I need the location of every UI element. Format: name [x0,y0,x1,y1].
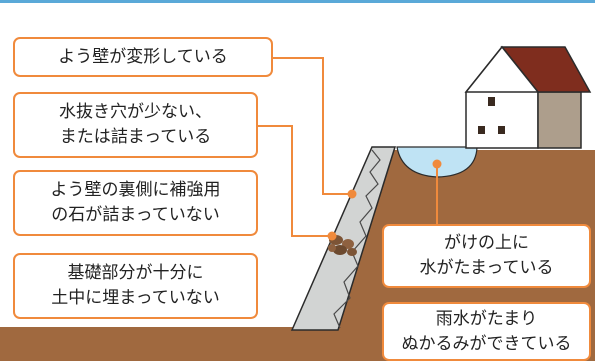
top-accent-line [0,0,595,3]
callout-wall-deformed: よう壁が変形している [13,37,273,77]
callout-foundation: 基礎部分が十分に 土中に埋まっていない [13,253,258,319]
callout-backfill-stones: よう壁の裏側に補強用 の石が詰まっていない [13,170,258,236]
callout-text: 雨水がたまり ぬかるみができている [401,308,572,354]
callout-text: がけの上に 水がたまっている [419,233,554,278]
wall-crack [333,149,381,329]
callout-text: 水抜き穴が少ない、 または詰まっている [59,102,212,147]
house [464,45,592,149]
callout-text: 基礎部分が十分に 土中に埋まっていない [51,263,220,308]
callout-text: よう壁の裏側に補強用 の石が詰まっていない [50,180,221,225]
callout-rain-puddles: 雨水がたまり ぬかるみができている [382,302,591,361]
callout-text: よう壁が変形している [58,46,228,67]
leader-lines [258,57,438,237]
leader-dots [327,159,442,241]
callout-drain-holes: 水抜き穴が少ない、 または詰まっている [13,92,258,158]
callout-water-pooling: がけの上に 水がたまっている [382,224,591,288]
